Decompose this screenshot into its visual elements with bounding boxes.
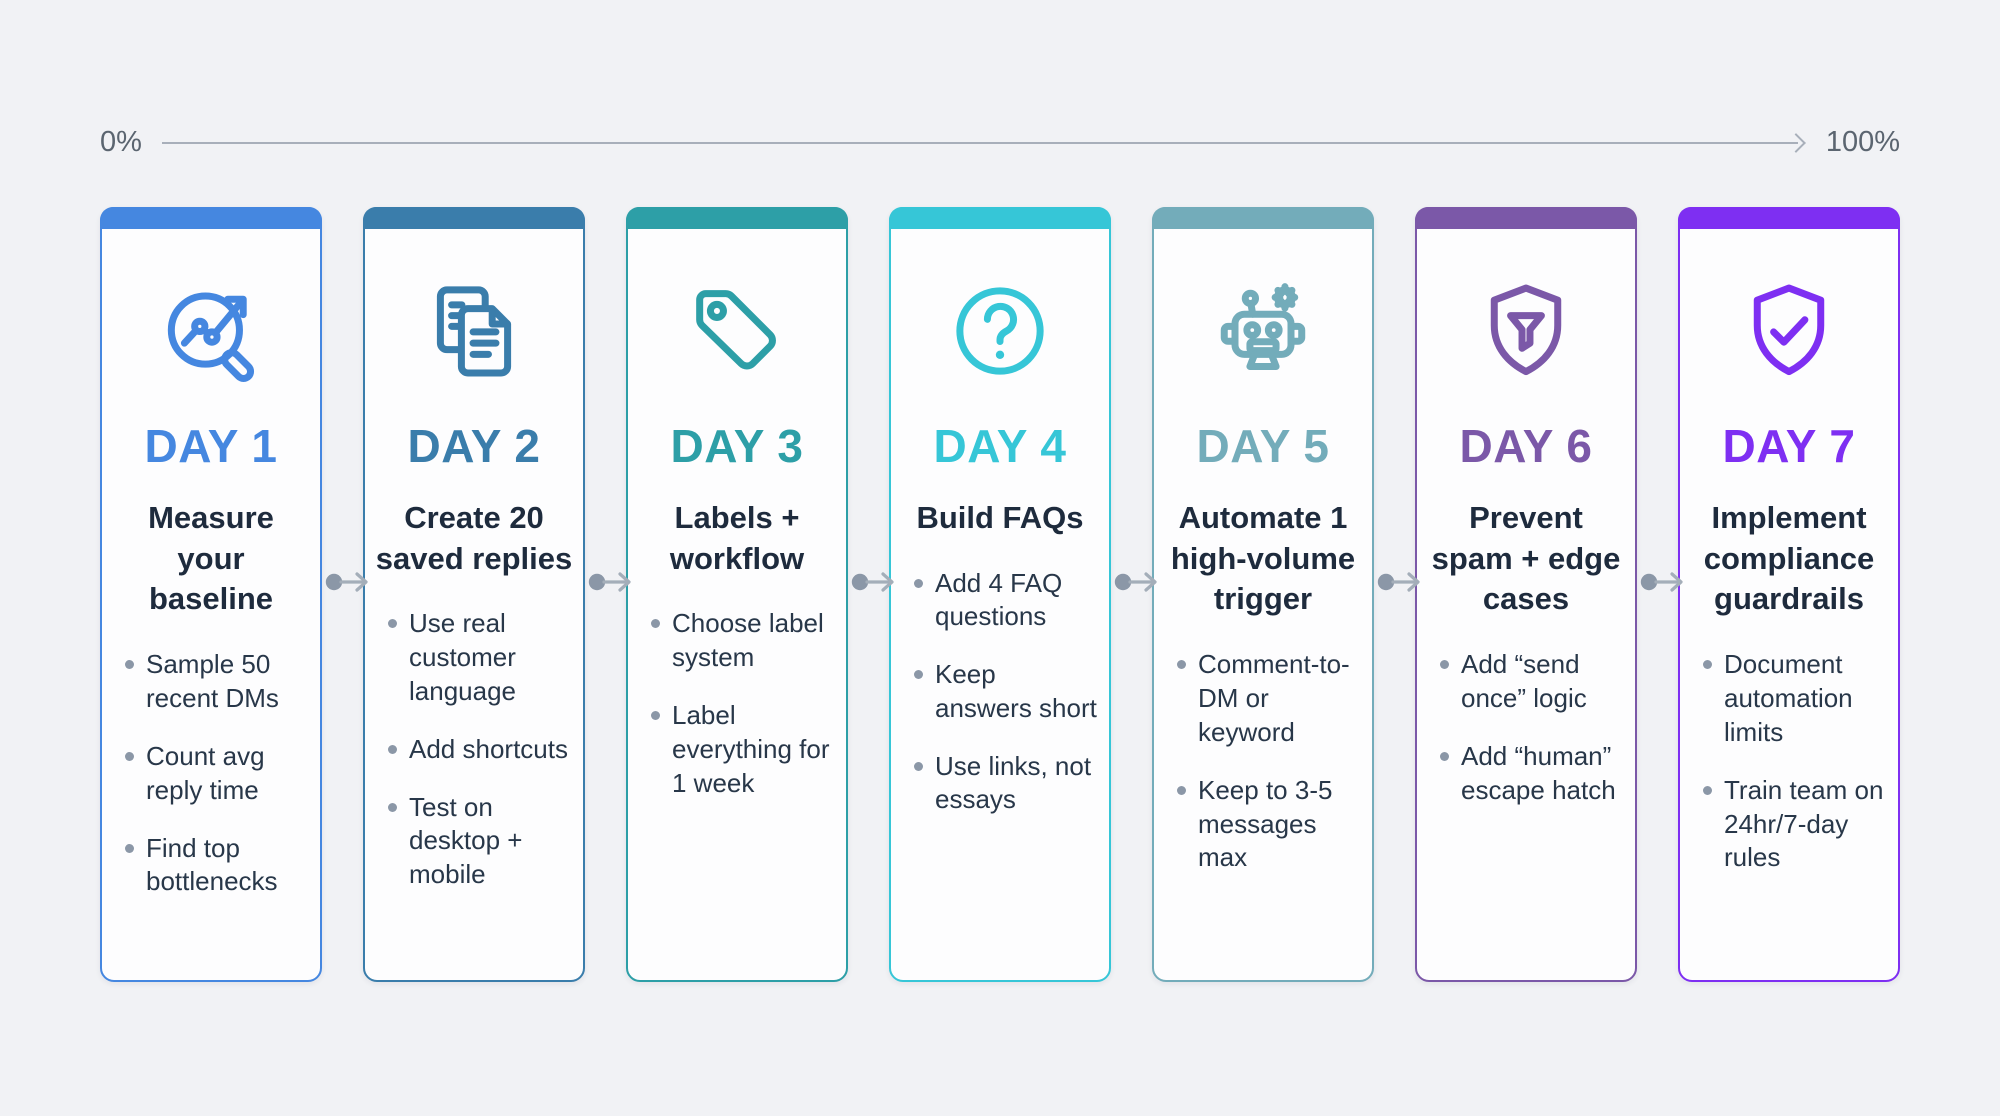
bullet-item: Add “send once” logic (1440, 648, 1623, 716)
bullet-item: Keep answers short (914, 658, 1097, 726)
timeline-end-label: 100% (1825, 126, 1900, 158)
arrow-connector-icon (1114, 564, 1162, 600)
bullet-list: Document automation limits Train team on… (1680, 648, 1898, 875)
bullet-list: Choose label system Label everything for… (628, 607, 846, 800)
bullet-item: Choose label system (651, 607, 834, 675)
bullet-item: Find top bottlenecks (125, 832, 308, 900)
card-title: Implement compliance guardrails (1703, 499, 1875, 617)
arrow-connector-icon (1640, 564, 1688, 600)
timeline-arrow-line (161, 130, 1806, 156)
card-accent-bar (100, 207, 322, 229)
bullet-item: Add “human” escape hatch (1440, 740, 1623, 808)
card-accent-bar (889, 207, 1111, 229)
question-circle-icon (891, 271, 1109, 391)
chart-magnifier-icon (102, 271, 320, 391)
bullet-list: Add “send once” logic Add “human” escape… (1417, 648, 1635, 807)
card-title: Create 20 saved replies (375, 499, 573, 576)
day-card-6: DAY 6 Prevent spam + edge cases Add “sen… (1415, 207, 1637, 982)
bullet-item: Test on desktop + mobile (388, 791, 571, 892)
day-label: DAY 2 (407, 420, 541, 472)
progress-timeline: 0% 100% (100, 126, 1900, 159)
day-label: DAY 1 (144, 420, 278, 472)
day-label: DAY 3 (670, 420, 804, 472)
day-card-4: DAY 4 Build FAQs Add 4 FAQ questions Kee… (889, 207, 1111, 982)
card-title: Prevent spam + edge cases (1431, 499, 1621, 617)
card-title: Labels + workflow (669, 499, 805, 576)
arrow-connector-icon (325, 564, 373, 600)
bullet-item: Document automation limits (1703, 648, 1886, 749)
shield-funnel-icon (1417, 271, 1635, 391)
card-title: Measure your baseline (148, 499, 274, 617)
day-cards-row: DAY 1 Measure your baseline Sample 50 re… (100, 207, 1900, 982)
bullet-item: Add 4 FAQ questions (914, 567, 1097, 635)
bullet-item: Keep to 3-5 messages max (1177, 774, 1360, 875)
day-card-5: DAY 5 Automate 1 high-volume trigger Com… (1152, 207, 1374, 982)
arrow-connector-icon (1377, 564, 1425, 600)
arrow-connector-icon (851, 564, 899, 600)
bullet-item: Count avg reply time (125, 740, 308, 808)
bullet-item: Train team on 24hr/7-day rules (1703, 774, 1886, 875)
tag-icon (628, 271, 846, 391)
card-accent-bar (1415, 207, 1637, 229)
bullet-list: Add 4 FAQ questions Keep answers short U… (891, 567, 1109, 818)
card-accent-bar (1152, 207, 1374, 229)
day-label: DAY 6 (1459, 420, 1593, 472)
bullet-item: Use real customer language (388, 607, 571, 708)
card-title: Build FAQs (916, 499, 1084, 535)
card-accent-bar (1678, 207, 1900, 229)
day-card-1: DAY 1 Measure your baseline Sample 50 re… (100, 207, 322, 982)
day-label: DAY 4 (933, 420, 1067, 472)
bullet-item: Label everything for 1 week (651, 699, 834, 800)
day-card-7: DAY 7 Implement compliance guardrails Do… (1678, 207, 1900, 982)
bullet-item: Add shortcuts (388, 733, 571, 767)
bullet-list: Sample 50 recent DMs Count avg reply tim… (102, 648, 320, 899)
day-label: DAY 5 (1196, 420, 1330, 472)
copy-documents-icon (365, 271, 583, 391)
bullet-item: Sample 50 recent DMs (125, 648, 308, 716)
card-accent-bar (626, 207, 848, 229)
robot-icon (1154, 271, 1372, 391)
bullet-item: Comment-to-DM or keyword (1177, 648, 1360, 749)
shield-check-icon (1680, 271, 1898, 391)
bullet-item: Use links, not essays (914, 750, 1097, 818)
bullet-list: Use real customer language Add shortcuts… (365, 607, 583, 892)
arrow-connector-icon (588, 564, 636, 600)
day-label: DAY 7 (1722, 420, 1856, 472)
bullet-list: Comment-to-DM or keyword Keep to 3-5 mes… (1154, 648, 1372, 875)
day-card-3: DAY 3 Labels + workflow Choose label sys… (626, 207, 848, 982)
day-card-2: DAY 2 Create 20 saved replies Use real c… (363, 207, 585, 982)
timeline-start-label: 0% (100, 126, 142, 158)
card-title: Automate 1 high-volume trigger (1170, 499, 1356, 617)
card-accent-bar (363, 207, 585, 229)
